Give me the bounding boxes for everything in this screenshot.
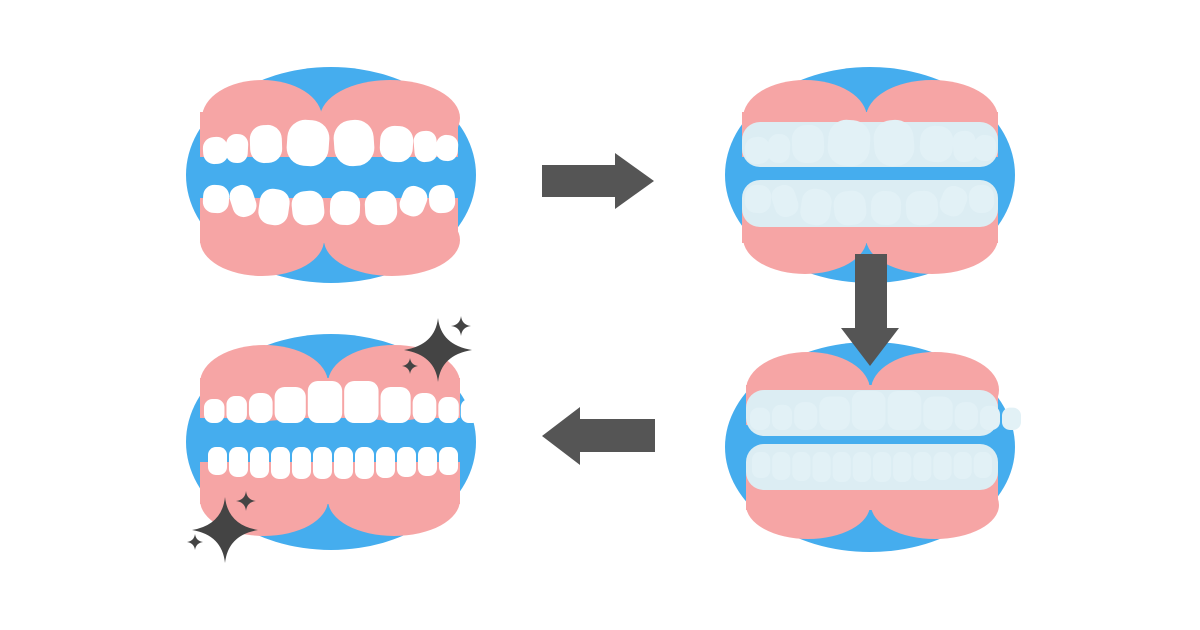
tooth: [438, 397, 459, 423]
tooth: [460, 399, 481, 423]
tooth: [792, 452, 811, 481]
tooth: [819, 396, 850, 430]
straight-lower-teeth: [208, 447, 458, 479]
tooth: [933, 452, 952, 480]
tooth: [752, 452, 771, 478]
tooth: [979, 405, 1000, 430]
tooth: [954, 402, 978, 430]
tooth: [913, 452, 932, 481]
arrow-right-icon: [542, 153, 654, 209]
tooth: [953, 452, 972, 479]
tooth: [208, 447, 227, 475]
aligner-upper-teeth: [750, 390, 1021, 430]
tooth: [812, 452, 831, 482]
tooth: [923, 396, 953, 430]
arrow-left-icon: [542, 407, 655, 465]
tooth: [772, 452, 791, 480]
tooth: [418, 447, 437, 476]
tooth: [274, 387, 306, 423]
tooth: [794, 402, 818, 430]
tooth: [307, 381, 343, 423]
aligner-lower-teeth: [744, 184, 995, 226]
crooked-upper-teeth: [202, 119, 459, 167]
arrow-down-icon: [841, 254, 899, 366]
tooth: [852, 452, 871, 482]
tooth: [248, 393, 273, 423]
tooth: [1002, 407, 1021, 430]
tooth: [271, 447, 290, 479]
panel-aligner-crooked: [725, 67, 1015, 283]
tooth: [439, 447, 458, 475]
panel-aligner-straight: [725, 342, 1021, 552]
tooth: [376, 447, 395, 478]
tooth: [887, 390, 922, 430]
panel-crooked-teeth: [186, 67, 476, 283]
tooth: [750, 407, 771, 430]
tooth: [226, 396, 247, 423]
tooth: [772, 404, 793, 430]
tooth: [250, 447, 269, 478]
tooth: [380, 387, 411, 423]
tooth: [893, 452, 912, 482]
aligner-upper-teeth: [744, 119, 997, 167]
tooth: [344, 381, 379, 423]
tooth: [355, 447, 374, 479]
tooth: [412, 393, 437, 423]
tooth: [334, 447, 353, 479]
tooth: [851, 390, 886, 430]
tooth: [832, 452, 851, 482]
sparkle-icon: [402, 316, 472, 382]
tooth: [292, 447, 311, 479]
tooth: [973, 452, 992, 478]
tooth: [229, 447, 248, 477]
tooth: [313, 447, 332, 479]
sparkle-icon: [187, 491, 258, 563]
aligner-lower-teeth: [752, 452, 992, 482]
crooked-lower-teeth: [202, 184, 456, 226]
straight-upper-teeth: [204, 381, 481, 423]
panel-straight-teeth: [186, 316, 481, 563]
tooth: [397, 447, 416, 477]
tooth: [872, 452, 892, 482]
tooth: [204, 399, 225, 423]
